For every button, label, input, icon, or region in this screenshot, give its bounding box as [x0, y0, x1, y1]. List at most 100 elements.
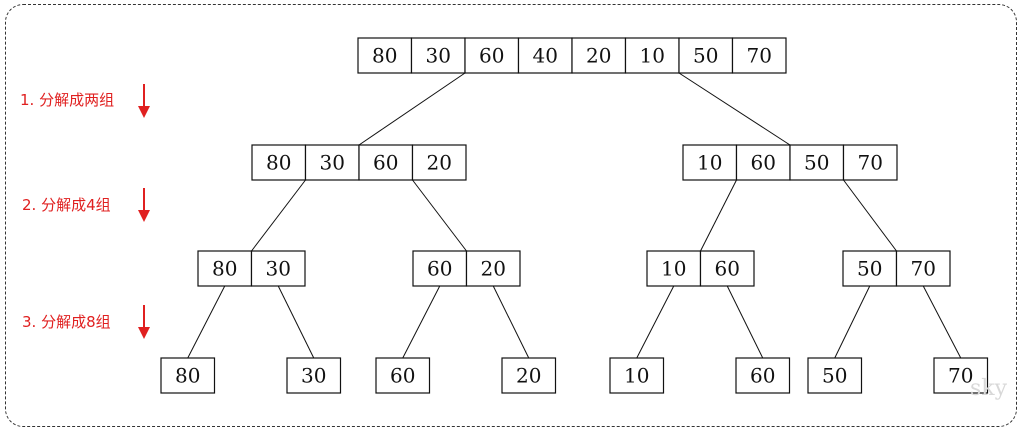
split-connector: [412, 179, 467, 252]
split-connector: [726, 285, 764, 359]
array-cell: [789, 144, 845, 181]
array-cell: [251, 144, 307, 181]
watermark-text: sky: [970, 376, 1008, 401]
array-cell: [699, 250, 755, 287]
array-cell-value: 10: [624, 364, 649, 388]
array-cell-value: 80: [175, 364, 200, 388]
array-cell: [501, 357, 557, 394]
array-cell-value: 30: [301, 364, 326, 388]
array-cell-value: 60: [390, 364, 415, 388]
array-cell: [412, 250, 468, 287]
down-arrow-icon: [138, 305, 150, 339]
step-1-label: 1. 分解成两组: [20, 91, 115, 109]
array-cell-value: 30: [426, 44, 451, 68]
split-connector: [678, 72, 791, 146]
array-cell: [807, 357, 863, 394]
array-cell-value: 20: [586, 44, 611, 68]
array-cell: [842, 250, 898, 287]
array-cell: [624, 37, 680, 74]
split-connector: [636, 285, 675, 359]
array-cell-value: 10: [661, 257, 686, 281]
step-3-label: 3. 分解成8组: [22, 313, 111, 331]
array-cell-value: 50: [857, 257, 882, 281]
array-cell: [678, 37, 734, 74]
split-connector: [700, 179, 737, 252]
array-cell: [304, 144, 360, 181]
array-cell: [609, 357, 665, 394]
array-group: 70: [933, 357, 989, 394]
array-cell-value: 80: [266, 151, 291, 175]
array-cell-value: 20: [481, 257, 506, 281]
array-cell: [160, 357, 216, 394]
split-connector: [843, 179, 897, 252]
split-connector: [251, 179, 306, 252]
array-cell-value: 30: [266, 257, 291, 281]
down-arrow-icon: [138, 188, 150, 222]
array-group: 80 30 60 40 20 10 50 70: [357, 37, 787, 74]
array-group: 60: [735, 357, 791, 394]
array-cell: [411, 144, 467, 181]
array-cell: [731, 37, 787, 74]
array-cell: [357, 37, 413, 74]
array-cell: [895, 250, 951, 287]
split-connector: [277, 285, 315, 359]
array-cell-value: 10: [697, 151, 722, 175]
array-cell-value: 60: [373, 151, 398, 175]
step-2-label: 2. 分解成4组: [22, 196, 111, 214]
array-cell: [646, 250, 702, 287]
array-cell-value: 40: [533, 44, 558, 68]
array-cell: [358, 144, 414, 181]
split-connector: [402, 285, 441, 359]
array-cell-value: 70: [858, 151, 883, 175]
array-group: 60 20: [412, 250, 521, 287]
array-cell: [197, 250, 253, 287]
array-group: 10 60: [646, 250, 755, 287]
array-cell-value: 60: [427, 257, 452, 281]
array-group: 80 30: [197, 250, 306, 287]
array-cell: [375, 357, 431, 394]
array-cell-value: 70: [948, 364, 973, 388]
array-cell: [465, 250, 521, 287]
array-group: 80: [160, 357, 216, 394]
array-cell-value: 80: [372, 44, 397, 68]
array-cell: [250, 250, 306, 287]
array-cell-value: 20: [516, 364, 541, 388]
array-cell-value: 10: [640, 44, 665, 68]
array-group: 10 60 50 70: [682, 144, 898, 181]
array-cell: [682, 144, 738, 181]
down-arrow-icon: [138, 84, 150, 118]
diagram-frame: [5, 4, 1017, 427]
array-group: 50 70: [842, 250, 951, 287]
array-cell: [735, 357, 791, 394]
array-cell: [842, 144, 898, 181]
array-cell-value: 60: [750, 364, 775, 388]
array-cell-value: 70: [911, 257, 936, 281]
array-cell-value: 50: [804, 151, 829, 175]
array-cell-value: 70: [747, 44, 772, 68]
array-cell: [571, 37, 627, 74]
array-group: 20: [501, 357, 557, 394]
array-cell: [517, 37, 573, 74]
array-cell: [286, 357, 342, 394]
split-connector: [834, 285, 871, 359]
array-group: 60: [375, 357, 431, 394]
split-connector: [492, 285, 530, 359]
array-group: 50: [807, 357, 863, 394]
array-cell-value: 30: [320, 151, 345, 175]
split-connector: [922, 285, 962, 359]
array-cell: [933, 357, 989, 394]
array-cell: [410, 37, 466, 74]
array-cell-value: 20: [427, 151, 452, 175]
array-cell-value: 50: [822, 364, 847, 388]
array-group: 80 30 60 20: [251, 144, 467, 181]
array-group: 10: [609, 357, 665, 394]
array-cell-value: 60: [479, 44, 504, 68]
split-connector: [187, 285, 226, 359]
array-cell-value: 50: [693, 44, 718, 68]
array-cell-value: 80: [212, 257, 237, 281]
split-connector: [358, 72, 466, 146]
array-group: 30: [286, 357, 342, 394]
array-cell-value: 60: [751, 151, 776, 175]
array-cell-value: 60: [715, 257, 740, 281]
